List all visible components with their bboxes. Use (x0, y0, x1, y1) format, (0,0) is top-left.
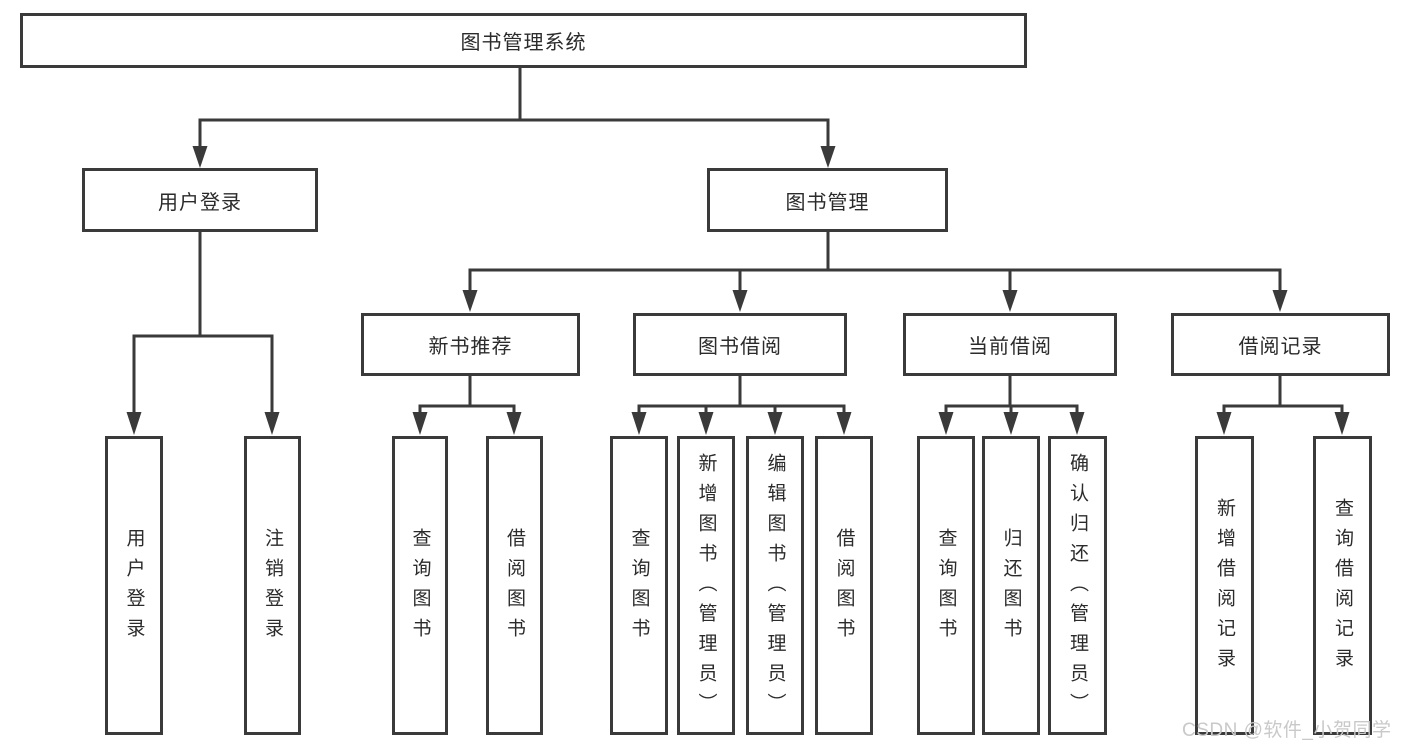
leaf-borrow-books-recommend: 借阅图书 (486, 436, 543, 735)
leaf-query-borrow-record: 查询借阅记录 (1313, 436, 1372, 735)
leaf-query-books-borrow: 查询图书 (610, 436, 668, 735)
leaf-add-borrow-record: 新增借阅记录 (1195, 436, 1254, 735)
node-branch-user-login: 用户登录 (82, 168, 318, 232)
leaf-borrow-books: 借阅图书 (815, 436, 873, 735)
node-current-borrow: 当前借阅 (903, 313, 1117, 376)
leaf-return-books: 归还图书 (982, 436, 1040, 735)
node-borrow-records: 借阅记录 (1171, 313, 1390, 376)
leaf-query-books-current: 查询图书 (917, 436, 975, 735)
leaf-logout: 注销登录 (244, 436, 301, 735)
leaf-confirm-return-admin: 确认归还（管理员） (1048, 436, 1107, 735)
leaf-user-login: 用户登录 (105, 436, 163, 735)
node-root-system: 图书管理系统 (20, 13, 1027, 68)
node-new-book-recommend: 新书推荐 (361, 313, 580, 376)
leaf-add-books-admin: 新增图书（管理员） (677, 436, 735, 735)
leaf-query-books-recommend: 查询图书 (392, 436, 448, 735)
csdn-watermark: CSDN @软件_小贺同学 (1182, 720, 1392, 741)
node-book-borrow: 图书借阅 (633, 313, 847, 376)
node-branch-book-management: 图书管理 (707, 168, 948, 232)
leaf-edit-books-admin: 编辑图书（管理员） (746, 436, 804, 735)
